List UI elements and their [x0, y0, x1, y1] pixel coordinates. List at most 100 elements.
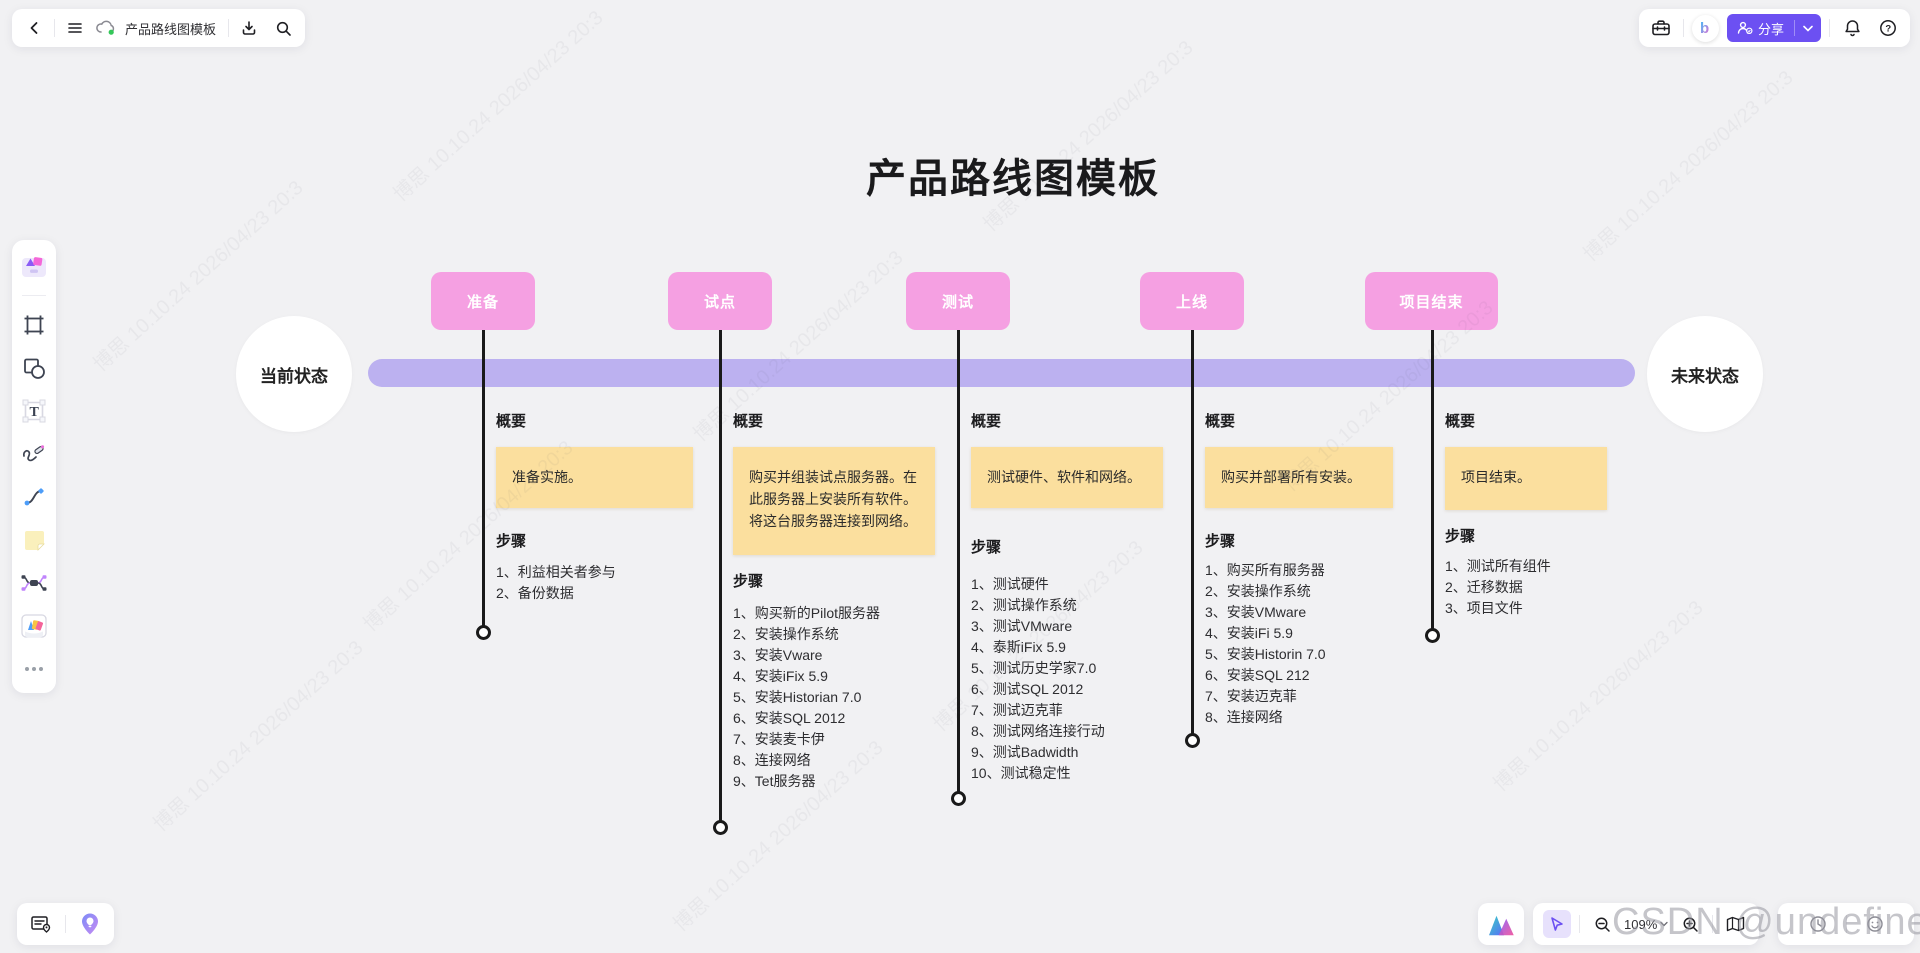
search-button[interactable]: [269, 14, 297, 42]
tool-more[interactable]: [20, 655, 48, 683]
zoom-controls: 109%: [1533, 903, 1760, 945]
share-button[interactable]: 分享: [1726, 14, 1821, 42]
chevron-down-icon: [1660, 921, 1668, 927]
connector-line[interactable]: [718, 330, 722, 822]
steps-label[interactable]: 步骤: [496, 533, 527, 550]
zoom-out-button[interactable]: [1588, 910, 1616, 938]
tool-shapes[interactable]: [20, 354, 48, 382]
bottom-right-extra-toolbar: [1778, 903, 1914, 945]
summary-label[interactable]: 概要: [971, 413, 1002, 430]
state-circle-current[interactable]: 当前状态: [236, 316, 352, 432]
zoom-level-dropdown[interactable]: 109%: [1624, 917, 1668, 932]
share-main[interactable]: 分享: [1727, 14, 1794, 42]
tool-mindmap[interactable]: [20, 569, 48, 597]
step-item: 4、安装iFi 5.9: [1205, 625, 1293, 641]
sticky-note-icon: [23, 529, 46, 552]
location-button[interactable]: [76, 910, 104, 938]
steps-label[interactable]: 步骤: [1445, 528, 1476, 545]
notes-button[interactable]: [27, 910, 55, 938]
menu-button[interactable]: [61, 14, 89, 42]
step-item: 6、安装SQL 2012: [733, 710, 846, 726]
milestone-box[interactable]: 准备: [431, 272, 535, 330]
summary-sticky-note[interactable]: 测试硬件、软件和网络。: [971, 447, 1163, 508]
connector-line[interactable]: [1190, 330, 1194, 735]
download-button[interactable]: [235, 14, 263, 42]
help-button[interactable]: ?: [1874, 14, 1902, 42]
back-icon: [26, 20, 42, 36]
summary-label[interactable]: 概要: [1445, 413, 1476, 430]
summary-label[interactable]: 概要: [1205, 413, 1236, 430]
step-item: 3、安装Vware: [733, 647, 823, 663]
connector-line[interactable]: [481, 330, 485, 627]
share-separator: [1794, 20, 1795, 36]
summary-sticky-note[interactable]: 购买并组装试点服务器。在此服务器上安装所有软件。将这台服务器连接到网络。: [733, 447, 935, 555]
back-button[interactable]: [20, 14, 48, 42]
top-left-toolbar: 产品路线图模板: [12, 9, 306, 47]
zoom-in-button[interactable]: [1676, 910, 1704, 938]
board-title[interactable]: 产品路线图模板: [866, 157, 1160, 201]
step-item: 3、测试VMware: [971, 618, 1073, 634]
summary-label[interactable]: 概要: [496, 413, 527, 430]
milestone-label: 上线: [1175, 293, 1208, 311]
milestone-box[interactable]: 试点: [668, 272, 772, 330]
connector-endpoint: [712, 820, 728, 835]
tool-media[interactable]: [20, 612, 48, 640]
ai-assistant-button[interactable]: [1478, 903, 1524, 945]
toolbar-divider: [1579, 915, 1580, 933]
step-item: 1、利益相关者参与: [496, 564, 616, 580]
summary-sticky-note[interactable]: 项目结束。: [1445, 447, 1607, 510]
toolbar-divider: [1712, 915, 1714, 933]
top-right-toolbar: b 分享: [1638, 9, 1910, 47]
steps-label[interactable]: 步骤: [733, 573, 764, 590]
summary-label[interactable]: 概要: [733, 413, 764, 430]
tool-templates[interactable]: [20, 252, 48, 280]
toolbar-divider: [1829, 19, 1830, 37]
step-item: 2、测试操作系统: [971, 597, 1077, 613]
milestone-box[interactable]: 项目结束: [1365, 272, 1498, 330]
milestone-box[interactable]: 上线: [1140, 272, 1244, 330]
step-item: 8、连接网络: [1205, 709, 1283, 725]
summary-sticky-note[interactable]: 购买并部署所有安装。: [1205, 447, 1393, 508]
step-item: 2、迁移数据: [1445, 579, 1523, 595]
step-item: 1、测试硬件: [971, 576, 1049, 592]
steps-label[interactable]: 步骤: [971, 539, 1002, 556]
history-button[interactable]: [1804, 910, 1832, 938]
timeline-bar[interactable]: [368, 359, 1635, 387]
boardmix-logo[interactable]: b: [1691, 14, 1719, 42]
sidebar-divider: [22, 295, 46, 296]
tool-text[interactable]: T: [20, 397, 48, 425]
toolbox-button[interactable]: [1647, 14, 1675, 42]
tool-sticky-note[interactable]: [20, 526, 48, 554]
document-title[interactable]: 产品路线图模板: [125, 21, 217, 37]
text-icon: T: [22, 399, 46, 423]
bottom-left-toolbar: [17, 903, 114, 945]
tile-watermark: 博思 10.10.24 2026/04/23 20:3: [1489, 596, 1708, 797]
share-dropdown[interactable]: [1795, 14, 1821, 42]
tool-sidebar: T: [12, 240, 56, 693]
tool-frame[interactable]: [20, 311, 48, 339]
state-circle-future[interactable]: 未来状态: [1647, 316, 1763, 432]
summary-sticky-note[interactable]: 准备实施。: [496, 447, 693, 508]
connector-line[interactable]: [1430, 330, 1434, 630]
tool-pen[interactable]: [20, 440, 48, 468]
tile-watermark: 博思 10.10.24 2026/04/23 20:3: [149, 636, 368, 837]
select-tool-button[interactable]: [1543, 910, 1571, 938]
smiley-icon: [1866, 915, 1884, 933]
chevron-down-icon: [1803, 25, 1813, 32]
cloud-sync-icon: [95, 19, 117, 37]
minimap-button[interactable]: [1721, 910, 1749, 938]
connector-line[interactable]: [956, 330, 960, 793]
notifications-button[interactable]: [1838, 14, 1866, 42]
tool-connector[interactable]: [20, 483, 48, 511]
feedback-button[interactable]: [1861, 910, 1889, 938]
toolbar-divider: [65, 915, 66, 933]
milestone-box[interactable]: 测试: [906, 272, 1010, 330]
toolbar-divider: [54, 19, 55, 37]
steps-label[interactable]: 步骤: [1205, 533, 1236, 550]
